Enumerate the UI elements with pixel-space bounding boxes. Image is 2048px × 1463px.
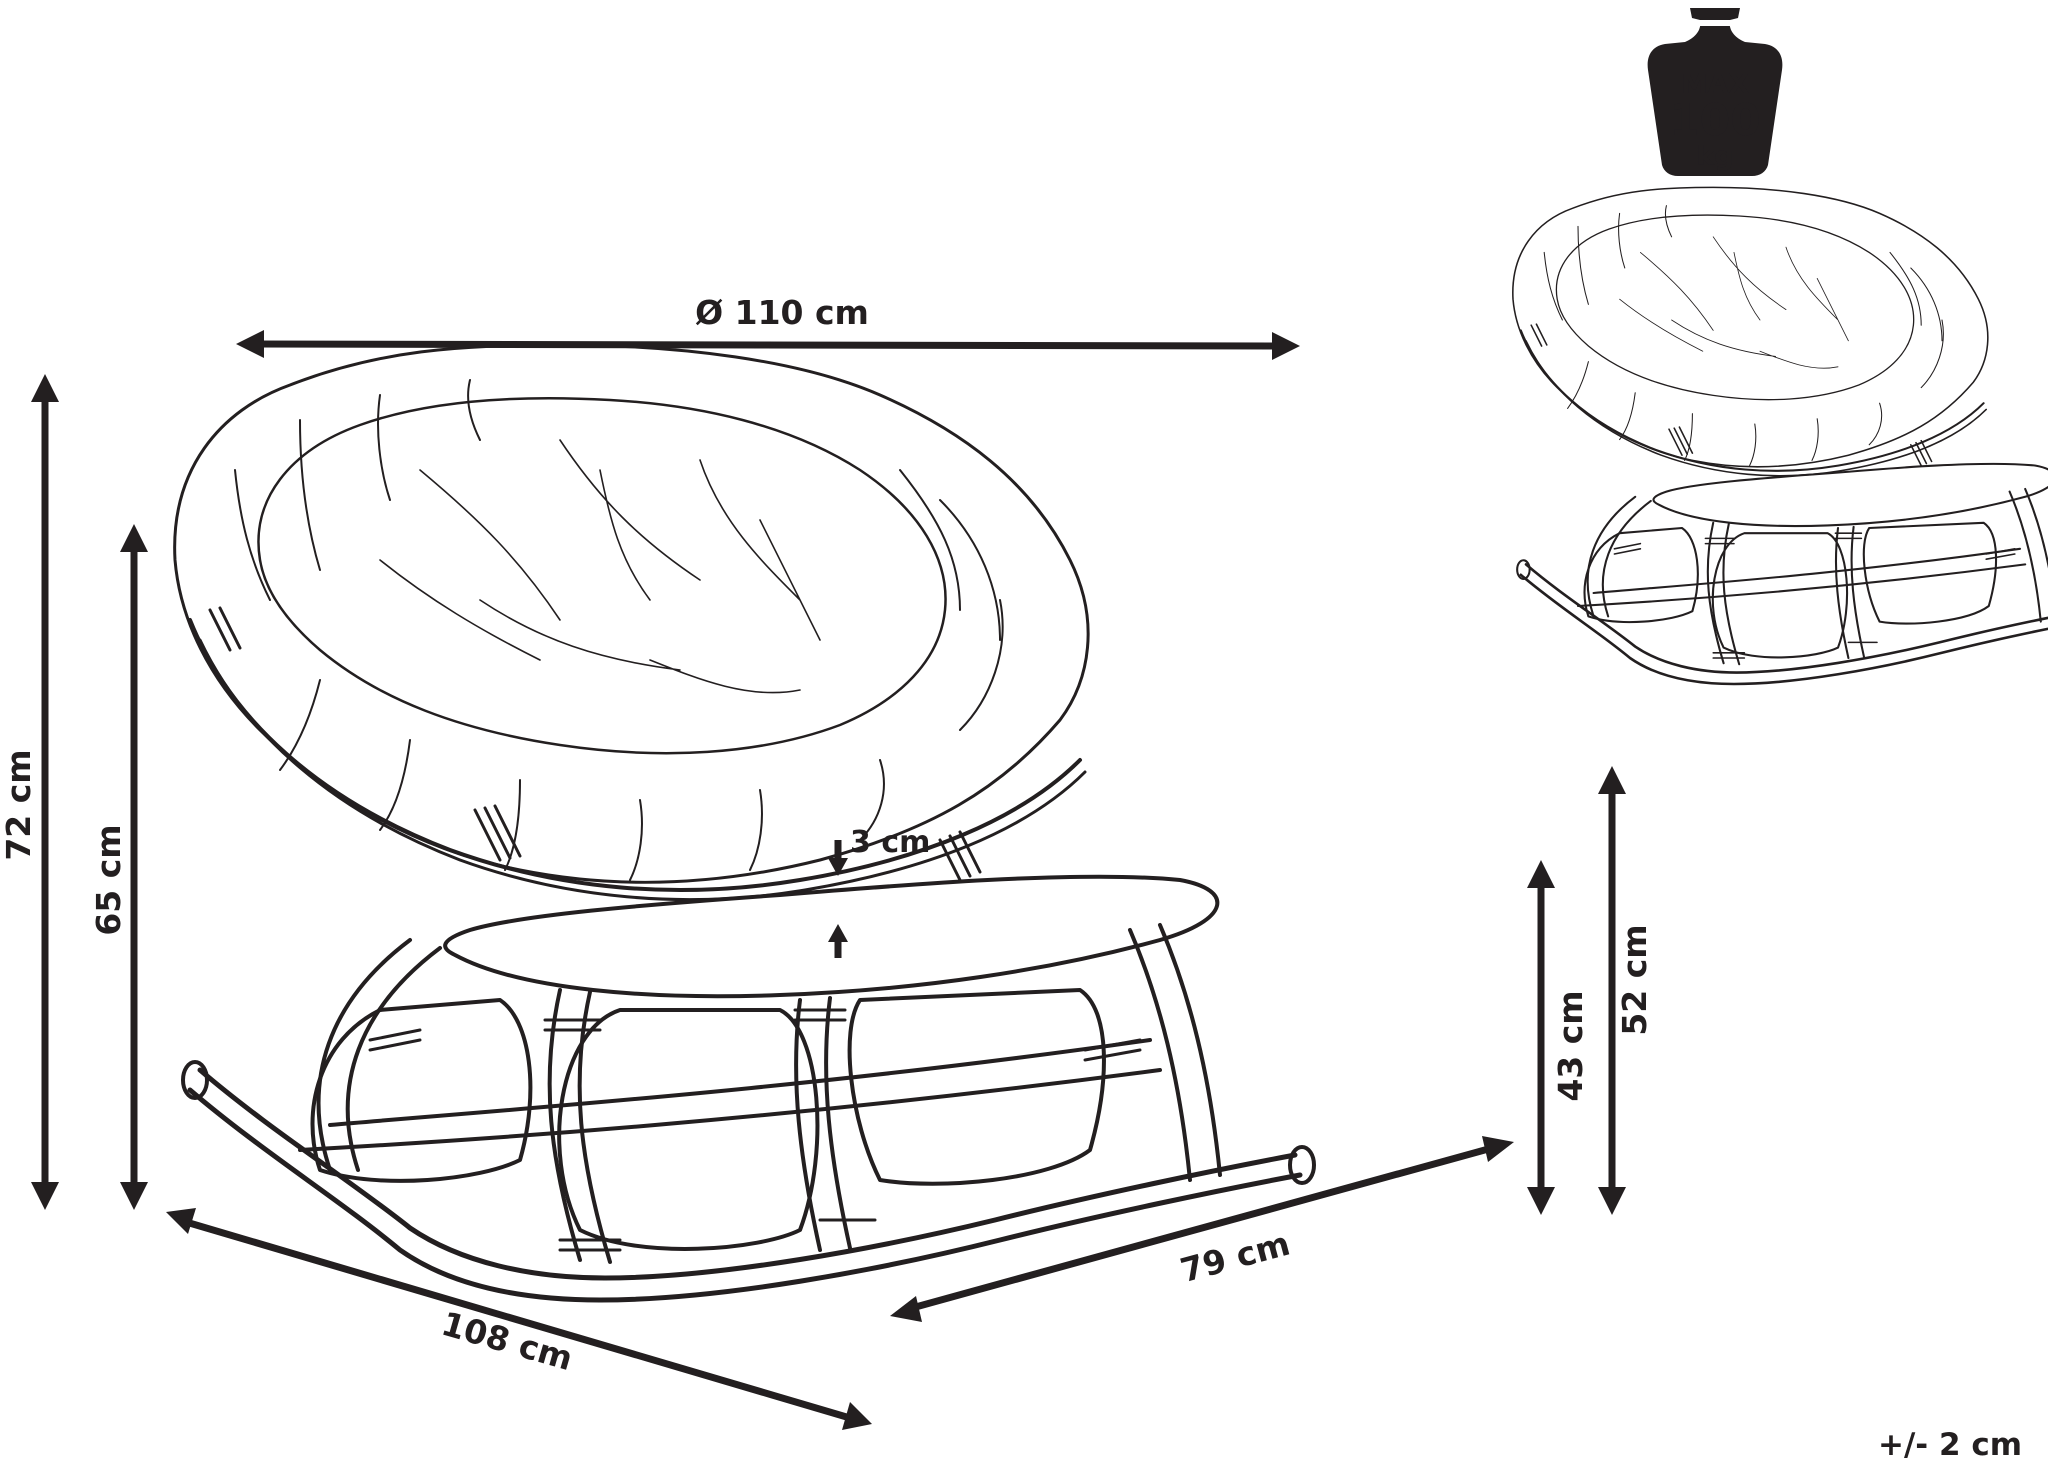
cushion-thickness-label: 3 cm [850,825,930,860]
side-height-low-label: 43 cm [1551,990,1590,1101]
rocking-chair-drawing [175,345,1314,1300]
side-height-high-label: 52 cm [1615,924,1654,1035]
side-height-high-arrow [1598,766,1626,1215]
diameter-arrow [236,330,1300,360]
weight-icon [1647,8,1783,176]
load-value: 100 [1669,95,1761,146]
tolerance-label: +/- 2 cm [1878,1427,2022,1463]
seat-height-label: 65 cm [89,824,128,935]
load-unit: kg [1696,141,1733,172]
max-label: MAX [1681,69,1750,100]
rocking-chair-thumbnail [1511,186,2048,686]
depth-arrow [166,1208,872,1430]
diameter-label: Ø 110 cm [695,293,869,332]
total-height-label: 72 cm [0,749,38,860]
seat-height-arrow [120,524,148,1210]
cushion-thickness-arrows [828,840,848,958]
side-height-low-arrow [1527,860,1555,1215]
width-arrow [890,1136,1514,1322]
total-height-arrow [31,374,59,1210]
